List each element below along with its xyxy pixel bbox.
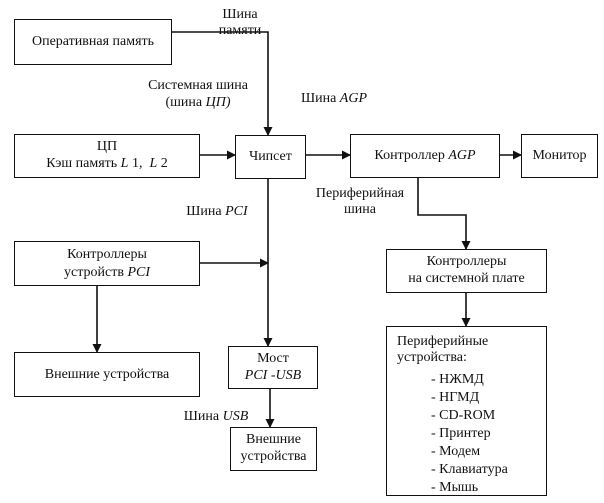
- peripheral-item: - Принтер: [431, 426, 491, 441]
- pci-bus-abbr: PCI: [225, 204, 248, 219]
- agp-controller-abbr: AGP: [448, 148, 476, 163]
- peripheral-title-1: Периферийные: [397, 334, 489, 349]
- pci-bus-label: Шина PCI: [172, 204, 262, 220]
- cpu-l2-letter: L: [149, 156, 158, 171]
- system-bus-label-1: Системная шина: [148, 78, 248, 93]
- peripheral-item: - Модем: [431, 444, 481, 459]
- cpu-cache-label: Кэш память: [46, 156, 118, 171]
- agp-bus-abbr: AGP: [339, 91, 368, 106]
- peripheral-bus-label-2: шина: [344, 202, 376, 217]
- external-devices-block: Внешние устройства: [14, 352, 200, 397]
- system-bus-label-2: (шина ЦП): [133, 95, 263, 111]
- bridge-title: Мост: [257, 351, 289, 366]
- pci-controllers-devices: устройств: [64, 265, 124, 280]
- agp-controller-block: Контроллер AGP: [350, 134, 500, 178]
- usb-devices-block: Внешние устройства: [230, 427, 317, 471]
- chipset-block: Чипсет: [235, 135, 306, 179]
- peripheral-devices-block: Периферийные устройства: - НЖМД - НГМД -…: [386, 326, 547, 496]
- ram-label: Оперативная память: [31, 34, 155, 49]
- board-controllers-line2: на системной плате: [408, 271, 525, 286]
- memory-bus-line: [172, 31, 273, 136]
- peripheral-item: - Клавиатура: [431, 462, 508, 477]
- system-bus-cpu: ЦП): [205, 95, 231, 110]
- pci-controllers-line1: Контроллеры: [67, 247, 147, 262]
- cpu-l1-letter: L: [120, 156, 129, 171]
- peripheral-title-2: устройства:: [397, 350, 467, 365]
- board-controllers-line1: Контроллеры: [426, 254, 507, 269]
- agp-bus-word: Шина: [300, 91, 337, 106]
- usb-bus-label: Шина USB: [168, 409, 264, 425]
- peripheral-item: - Мышь: [431, 480, 479, 495]
- cpu-cache-line: Кэш память L 1, L 2: [15, 156, 199, 172]
- memory-bus-label-1: Шина: [222, 7, 258, 22]
- peripheral-bus-label-1: Периферийная: [315, 186, 405, 201]
- peripheral-item: - НЖМД: [431, 372, 484, 387]
- memory-bus-label-2: памяти: [218, 23, 262, 38]
- agp-controller-line: Контроллер AGP: [351, 148, 499, 164]
- cpu-l1-number: 1,: [131, 156, 143, 171]
- peripheral-bus-line: [413, 170, 471, 250]
- agp-bus-label: Шина AGP: [284, 91, 384, 107]
- cpu-block: ЦП Кэш память L 1, L 2: [14, 134, 200, 178]
- peripheral-item: - CD-ROM: [431, 408, 496, 423]
- pci-controllers-abbr: PCI: [127, 265, 150, 280]
- monitor-block: Монитор: [521, 134, 598, 178]
- ram-block: Оперативная память: [14, 19, 172, 65]
- pci-controllers-block: Контроллеры устройств PCI: [14, 241, 200, 286]
- pci-controllers-line2: устройств PCI: [15, 265, 199, 281]
- chipset-label: Чипсет: [249, 149, 292, 164]
- usb-devices-line2: устройства: [240, 449, 307, 464]
- bridge-block: Мост PCI -USB: [228, 346, 318, 389]
- external-devices-label: Внешние устройства: [44, 367, 170, 382]
- monitor-label: Монитор: [532, 148, 587, 163]
- bridge-sub: PCI -USB: [244, 368, 302, 383]
- cpu-title: ЦП: [96, 139, 118, 154]
- system-bus-paren: (шина: [165, 95, 203, 110]
- board-controllers-block: Контроллеры на системной плате: [386, 249, 547, 293]
- agp-controller-label: Контроллер: [374, 148, 445, 163]
- cpu-l2-number: 2: [160, 156, 168, 171]
- peripheral-item: - НГМД: [431, 390, 480, 405]
- usb-devices-line1: Внешние: [245, 432, 302, 447]
- usb-bus-abbr: USB: [222, 409, 249, 424]
- pci-bus-word: Шина: [186, 204, 222, 219]
- usb-bus-word: Шина: [183, 409, 220, 424]
